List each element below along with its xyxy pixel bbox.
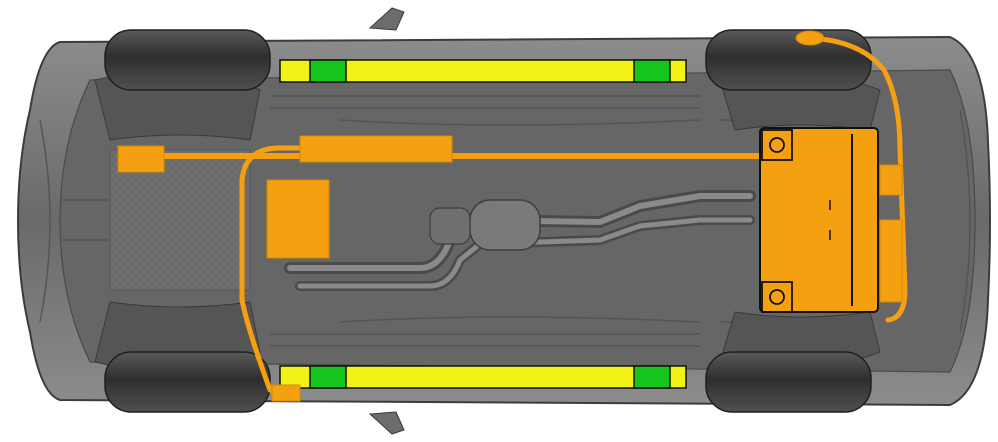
tire-front-left <box>104 29 271 91</box>
mount-point <box>309 59 347 83</box>
fuel-tank <box>759 127 903 313</box>
cable-run <box>157 35 908 397</box>
front-module <box>117 145 165 173</box>
mount-point <box>309 365 347 389</box>
exhaust-system <box>284 190 756 291</box>
electronics-box <box>266 179 330 259</box>
side-rail-top <box>279 59 687 83</box>
battery-pack <box>299 135 453 163</box>
fuel-filler-cap <box>795 30 825 46</box>
tire-rear-right <box>705 351 872 413</box>
mount-point <box>633 365 671 389</box>
side-rail-bottom <box>279 365 687 389</box>
mirror-bottom <box>368 411 405 435</box>
front-splash-panel <box>109 149 251 291</box>
tire-front-right <box>104 351 271 413</box>
tires <box>104 29 872 413</box>
mirror-top <box>368 7 405 31</box>
mount-points <box>309 59 671 389</box>
charging-port <box>271 384 301 402</box>
floor-details <box>39 95 971 347</box>
side-rails <box>279 59 687 389</box>
tire-rear-left <box>705 29 872 91</box>
mount-point <box>633 59 671 83</box>
